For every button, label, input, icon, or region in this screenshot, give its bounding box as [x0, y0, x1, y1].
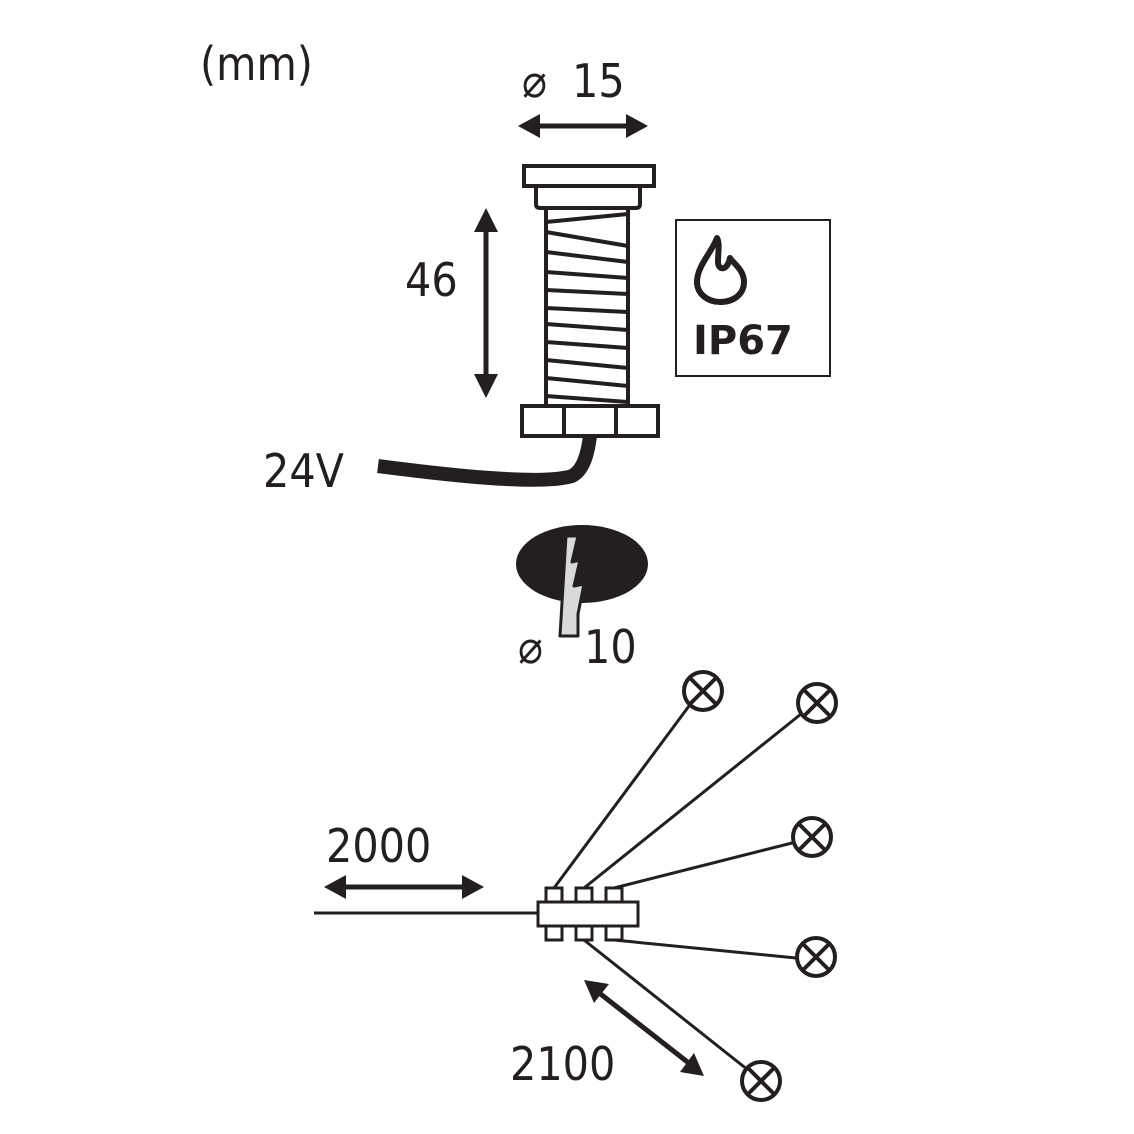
drill-bit-icon: [558, 534, 586, 638]
lamp-symbol-icon: [791, 816, 833, 858]
units-label: (mm): [200, 37, 313, 91]
spike-light-fixture: [377, 164, 660, 487]
fixture-top-cap: [522, 164, 656, 188]
wiring-diagram: 2000: [314, 670, 838, 1102]
fixture-nut: [520, 404, 660, 438]
body-height-value: 46: [405, 253, 458, 307]
diameter-symbol: ⌀: [518, 620, 543, 674]
power-cable: [377, 435, 597, 487]
distributor-block: [536, 886, 640, 942]
lamp-symbol-icon: [796, 682, 838, 724]
lamp-symbol-icon: [740, 1060, 782, 1102]
body-height-dimension: 46: [405, 208, 498, 398]
feed-cable-length-value: 2000: [326, 819, 431, 873]
protection-rating-label: IP67: [693, 318, 793, 364]
fixture-collar: [534, 186, 642, 210]
drill-hole-diagram: ⌀ 10: [516, 525, 648, 674]
branch-cables: [552, 705, 802, 1072]
water-drop-icon: [694, 235, 747, 305]
head-diameter-value: 15: [572, 54, 625, 108]
drill-hole-icon: [516, 525, 648, 603]
lamp-symbol-icon: [795, 936, 837, 978]
lamp-symbol-icon: [682, 670, 724, 712]
drill-diameter-value: 10: [584, 620, 637, 674]
voltage-label: 24V: [263, 444, 344, 498]
head-diameter-dimension: ⌀ 15: [518, 54, 648, 138]
thread-lines: [545, 212, 629, 404]
branch-cable-length-value: 2100: [510, 1037, 615, 1091]
diameter-symbol: ⌀: [522, 54, 547, 108]
protection-rating-box: IP67: [675, 219, 831, 377]
